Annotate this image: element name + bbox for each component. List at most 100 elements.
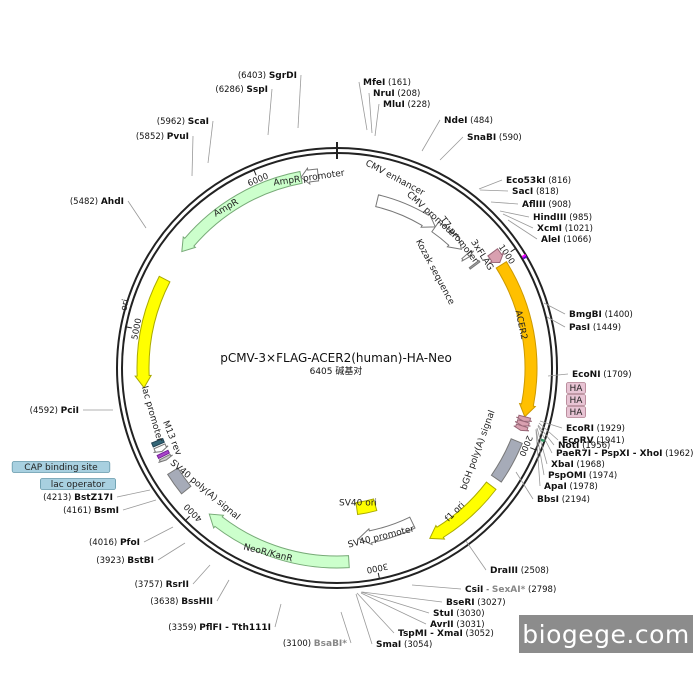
site-xbai[interactable]: XbaI (1968) — [536, 427, 605, 470]
site-bmgbi[interactable]: BmgBI (1400) — [543, 302, 633, 320]
site-bseri[interactable]: BseRI (3027) — [361, 591, 506, 608]
site-csii[interactable]: CsiI - SexAI* (2798) — [411, 584, 556, 595]
site-bstz17i[interactable]: (4213) BstZ17I — [43, 489, 151, 503]
site-name: BbsI — [537, 495, 559, 505]
feature-lac-promoter[interactable] — [153, 443, 169, 454]
site-position: (1400) — [602, 310, 633, 320]
site-position: (3359) — [168, 623, 199, 633]
site-ecorv[interactable]: EcoRV (1941) — [538, 422, 625, 446]
site-bsshii[interactable]: (3638) BssHII — [150, 579, 230, 607]
site-name: AhdI — [101, 197, 124, 207]
site-name: XbaI — [551, 460, 574, 470]
site-bbsi[interactable]: BbsI (2194) — [515, 471, 590, 505]
feature-neor-kanr[interactable] — [208, 513, 350, 569]
site-position: (818) — [533, 187, 559, 197]
site-label: StuI (3030) — [433, 609, 485, 619]
site-econi[interactable]: EcoNI (1709) — [547, 370, 632, 380]
site-name: EcoRV — [562, 436, 594, 446]
site-pspomi[interactable]: PspOMI (1974) — [535, 428, 617, 481]
feature-ha[interactable] — [514, 419, 531, 427]
site-leader — [191, 135, 194, 177]
feature-f1-ori[interactable] — [429, 481, 497, 540]
feature-sv40-ori[interactable] — [355, 498, 378, 516]
site-position: (816) — [546, 176, 572, 186]
site-stui[interactable]: StuI (3030) — [360, 591, 485, 619]
site-position: (6403) — [238, 71, 269, 81]
site-position: (5962) — [157, 117, 188, 127]
site-pcii[interactable]: (4592) PciI — [30, 406, 113, 416]
site-smai[interactable]: SmaI (3054) — [355, 593, 432, 650]
site-draiii[interactable]: DraIII (2508) — [465, 540, 549, 576]
site-eco53ki[interactable]: Eco53kI (816) — [478, 176, 572, 190]
feature-t7-promoter[interactable] — [461, 250, 475, 262]
site-xcmi[interactable]: XcmI (1021) — [502, 213, 593, 234]
site-position: (6286) — [215, 85, 246, 95]
feature-ampr-promoter[interactable] — [300, 166, 320, 186]
site-pflfi-tth111i[interactable]: (3359) PflFI - Tth111I — [168, 603, 282, 633]
feature-acer2[interactable] — [495, 261, 538, 418]
site-saci[interactable]: SacI (818) — [479, 187, 559, 197]
site-leader — [360, 591, 430, 614]
feature-3xflag[interactable] — [487, 248, 505, 263]
site-leader — [535, 428, 545, 476]
site-noti[interactable]: NotI (1956) — [537, 424, 610, 451]
feature-cmv-enhancer[interactable] — [375, 194, 437, 228]
site-sspi[interactable]: (6286) SspI — [215, 85, 273, 136]
site-pfoi[interactable]: (4016) PfoI — [89, 526, 174, 548]
site-leader — [502, 213, 534, 229]
site-position: (2798) — [525, 585, 556, 595]
site-nrui[interactable]: NruI (208) — [368, 89, 421, 134]
site-snabi[interactable]: SnaBI (590) — [439, 133, 522, 161]
site-paer7i-pspxi-xhoi[interactable]: PaeR7I - PspXI - XhoI (1962) — [537, 425, 693, 459]
site-position: (3052) — [463, 629, 494, 639]
site-leader — [157, 542, 186, 561]
site-bstbi[interactable]: (3923) BstBI — [96, 542, 186, 566]
site-bsmi[interactable]: (4161) BsmI — [63, 499, 157, 516]
site-leader — [411, 584, 462, 590]
site-name: Eco53kI — [506, 176, 546, 186]
site-leader — [143, 526, 174, 543]
site-alei[interactable]: AleI (1066) — [507, 219, 591, 245]
site-label: (5852) PvuI — [136, 132, 189, 142]
feature-ha[interactable] — [513, 423, 530, 432]
site-pasi[interactable]: PasI (1449) — [546, 316, 621, 333]
label-box — [566, 406, 587, 418]
feature-ha[interactable] — [516, 414, 532, 422]
site-mlui[interactable]: MluI (228) — [374, 100, 430, 137]
site-bsabi[interactable]: (3100) BsaBI* — [283, 611, 352, 649]
site-label: AflIII (908) — [522, 200, 571, 210]
site-ndei[interactable]: NdeI (484) — [421, 116, 493, 152]
site-sgrdi[interactable]: (6403) SgrDI — [238, 71, 302, 129]
site-position: (208) — [395, 89, 421, 99]
site-apai[interactable]: ApaI (1978) — [535, 429, 598, 492]
site-name: RsrII — [166, 580, 189, 590]
site-leader — [216, 579, 230, 602]
site-leader — [116, 489, 151, 498]
site-label: BmgBI (1400) — [569, 310, 633, 320]
feature-ori[interactable] — [134, 275, 171, 389]
site-avrii[interactable]: AvrII (3031) — [360, 592, 485, 630]
site-position: (1962) — [662, 449, 693, 459]
feature-sv40-poly-a-signal[interactable] — [166, 467, 192, 495]
site-rsrii[interactable]: (3757) RsrII — [135, 564, 211, 590]
site-mfei[interactable]: MfeI (161) — [358, 78, 411, 131]
site-ecori[interactable]: EcoRI (1929) — [539, 420, 625, 434]
site-position: (4592) — [30, 406, 61, 416]
feature-kozak-sequence[interactable] — [468, 259, 481, 270]
feature-bgh-poly-a-signal[interactable] — [490, 438, 523, 483]
feature-cap-binding-site[interactable] — [150, 437, 165, 448]
site-hindiii[interactable]: HindIII (985) — [499, 210, 592, 223]
site-pvui[interactable]: (5852) PvuI — [136, 132, 194, 177]
feature-cmv-promoter[interactable] — [431, 221, 463, 250]
site-ahdi[interactable]: (5482) AhdI — [70, 197, 147, 229]
site-scai[interactable]: (5962) ScaI — [157, 117, 214, 164]
site-tspmi-xmai[interactable]: TspMI - XmaI (3052) — [356, 592, 494, 639]
site-leader — [490, 201, 519, 205]
feature-lac-operator[interactable] — [156, 449, 171, 460]
site-afliii[interactable]: AflIII (908) — [490, 200, 571, 210]
feature-sv40-promoter[interactable] — [357, 516, 416, 546]
feature-m13-rev[interactable] — [158, 453, 173, 463]
site-leader — [515, 471, 534, 500]
